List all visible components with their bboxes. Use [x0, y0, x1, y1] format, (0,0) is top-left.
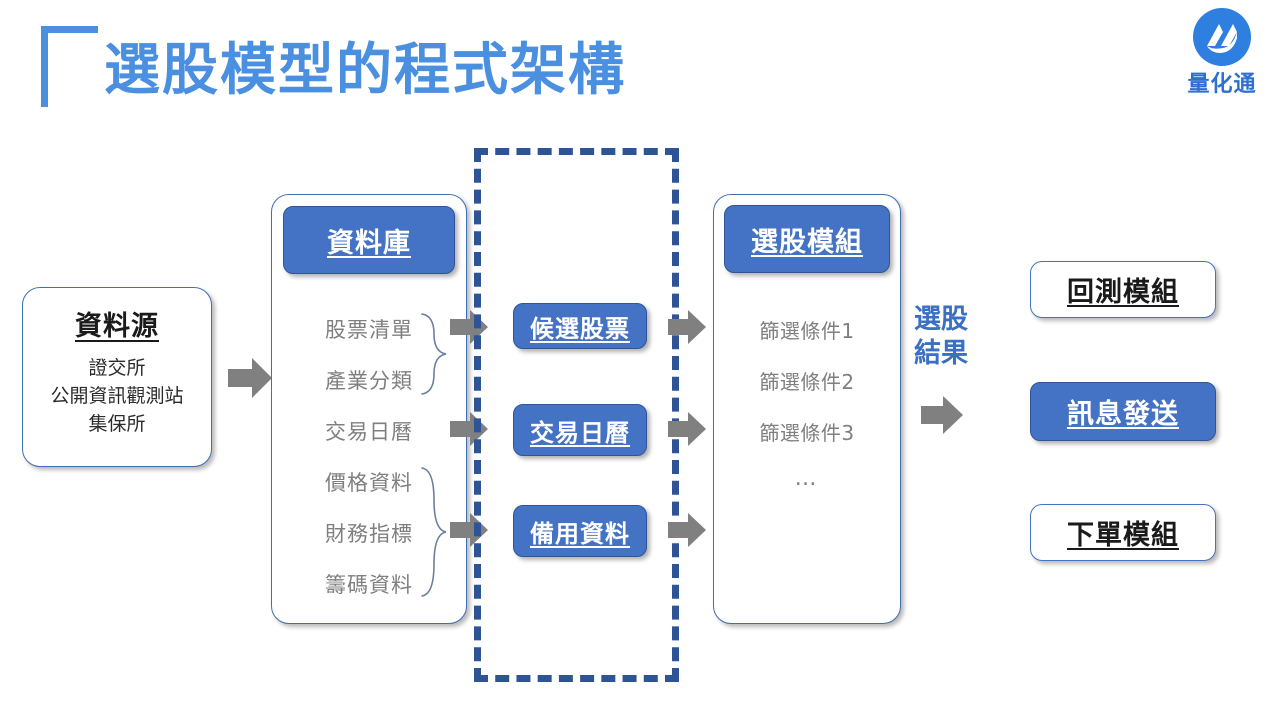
- database-item[interactable]: 財務指標: [325, 522, 413, 546]
- arrow-candidate-to-model-icon: [668, 310, 706, 344]
- data-source-item: 集保所: [88, 413, 146, 435]
- arrow-backup-to-model-icon: [668, 513, 706, 547]
- brand-logo: 量化通: [1172, 8, 1272, 98]
- trading-calendar-label: 交易日曆: [530, 418, 630, 447]
- backtest-module-label: 回測模組: [1067, 277, 1179, 308]
- intermediate-data-zone: [474, 148, 679, 682]
- stock-selection-model-header[interactable]: 選股模組: [724, 205, 890, 273]
- backup-data-label: 備用資料: [530, 519, 630, 548]
- selection-result-label: 選股 結果: [902, 303, 980, 371]
- order-module-box[interactable]: 下單模組: [1030, 504, 1216, 561]
- arrow-result-to-outputs-icon: [921, 396, 963, 434]
- message-dispatch-box[interactable]: 訊息發送: [1030, 382, 1216, 441]
- database-item-list: 股票清單 產業分類 交易日曆 價格資料 財務指標 籌碼資料: [271, 305, 467, 611]
- backup-data-box[interactable]: 備用資料: [513, 505, 647, 557]
- database-header-label: 資料庫: [327, 227, 411, 259]
- trading-calendar-box[interactable]: 交易日曆: [513, 404, 647, 456]
- data-source-items: 證交所 公開資訊觀測站 集保所: [23, 354, 211, 438]
- database-item[interactable]: 交易日曆: [325, 420, 413, 444]
- candidate-stocks-box[interactable]: 候選股票: [513, 303, 647, 349]
- model-condition-list: 篩選條件1 篩選條件2 篩選條件3 …: [713, 306, 901, 505]
- database-item[interactable]: 價格資料: [325, 471, 413, 495]
- database-item[interactable]: 產業分類: [325, 369, 413, 393]
- selection-result-line2: 結果: [914, 338, 968, 369]
- brace-group-price-data-icon: [418, 466, 452, 602]
- selection-result-line1: 選股: [914, 304, 968, 335]
- data-source-card[interactable]: 資料源 證交所 公開資訊觀測站 集保所: [22, 287, 212, 467]
- brace-group-stock-list-icon: [418, 312, 452, 400]
- corner-bracket-icon: [41, 26, 98, 107]
- data-source-title: 資料源: [75, 311, 159, 342]
- order-module-label: 下單模組: [1067, 520, 1179, 551]
- model-condition-item[interactable]: 篩選條件1: [759, 319, 855, 343]
- stock-selection-model-label: 選股模組: [751, 226, 863, 258]
- arrow-source-to-database-icon: [228, 358, 272, 398]
- quant-logo-mark-icon: [1193, 8, 1251, 66]
- database-item[interactable]: 股票清單: [325, 318, 413, 342]
- model-condition-ellipsis: …: [794, 466, 820, 491]
- backtest-module-box[interactable]: 回測模組: [1030, 261, 1216, 318]
- arrow-calendar-to-model-icon: [668, 412, 706, 446]
- model-condition-item[interactable]: 篩選條件3: [759, 421, 855, 445]
- database-item[interactable]: 籌碼資料: [325, 573, 413, 597]
- database-header[interactable]: 資料庫: [283, 206, 455, 274]
- page-title: 選股模型的程式架構: [104, 38, 626, 103]
- brand-logo-text: 量化通: [1187, 72, 1257, 97]
- message-dispatch-label: 訊息發送: [1067, 399, 1179, 430]
- data-source-item: 公開資訊觀測站: [50, 385, 184, 407]
- model-condition-item[interactable]: 篩選條件2: [759, 370, 855, 394]
- candidate-stocks-label: 候選股票: [530, 314, 630, 343]
- data-source-item: 證交所: [88, 357, 146, 379]
